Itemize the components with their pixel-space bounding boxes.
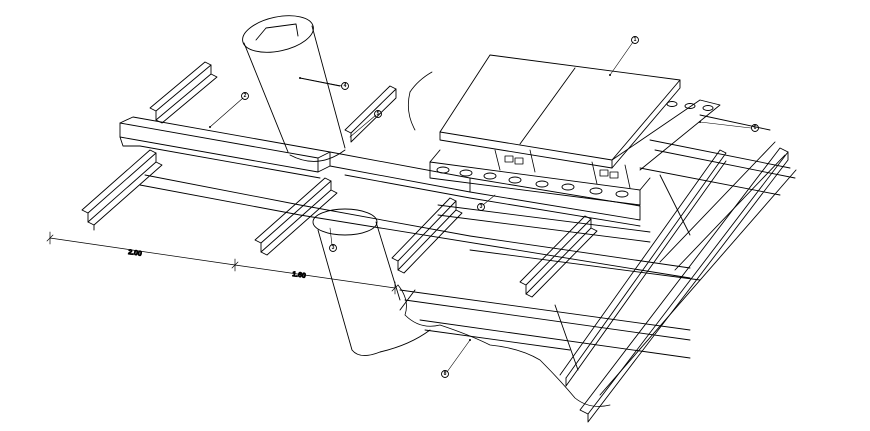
tag-web-stiffener: 3 xyxy=(477,203,485,211)
tag-label: 8 xyxy=(444,371,447,377)
tag-break-line: 8 xyxy=(441,370,449,378)
tag-edge-beam: 6 xyxy=(751,124,759,132)
tag-label: 1 xyxy=(634,37,637,43)
top-right-rails xyxy=(639,114,796,196)
secondary-rail-lower xyxy=(139,174,691,279)
deck-support-beam xyxy=(437,174,691,371)
deck-panel xyxy=(439,54,721,171)
i-beam-mid-top xyxy=(344,85,397,143)
main-girder-left xyxy=(119,116,331,179)
tag-column-pipe: 4 xyxy=(341,82,349,90)
pipe-column xyxy=(242,15,346,162)
i-beam-center-2 xyxy=(519,215,598,298)
tag-deck-panel: 1 xyxy=(631,36,639,44)
tag-label: 4 xyxy=(344,83,347,89)
edge-beam-right-outer xyxy=(579,147,797,423)
dimension-label-span-2: 1.60 xyxy=(292,271,307,280)
tag-label: 3 xyxy=(480,204,483,210)
lower-floor-beams xyxy=(399,249,701,359)
dimension-line-span-2 xyxy=(234,264,399,295)
dimension-label-span-1: 2.00 xyxy=(128,249,143,258)
tag-label: 5 xyxy=(377,111,380,117)
tag-label: 2 xyxy=(244,93,247,99)
i-beam-left-1 xyxy=(81,149,163,231)
edge-beam-right-inner xyxy=(559,141,786,387)
break-line-outline xyxy=(397,71,611,407)
i-beam-center-1 xyxy=(391,197,463,274)
hollow-core-slab xyxy=(429,101,714,206)
tag-pipe-base: 3 xyxy=(329,244,337,252)
tag-label: 6 xyxy=(754,125,757,131)
i-beam-left-2 xyxy=(254,177,338,256)
dimension-line-span-1 xyxy=(46,231,239,272)
tag-label: 3 xyxy=(332,245,335,251)
leader-lines xyxy=(209,41,752,373)
tag-beam-left: 2 xyxy=(241,92,249,100)
shear-connectors xyxy=(494,149,631,189)
leader-arrowheads xyxy=(209,74,701,341)
main-girder-right xyxy=(329,151,641,227)
tag-beam-right: 5 xyxy=(374,110,382,118)
i-beam-left-top xyxy=(149,61,218,124)
